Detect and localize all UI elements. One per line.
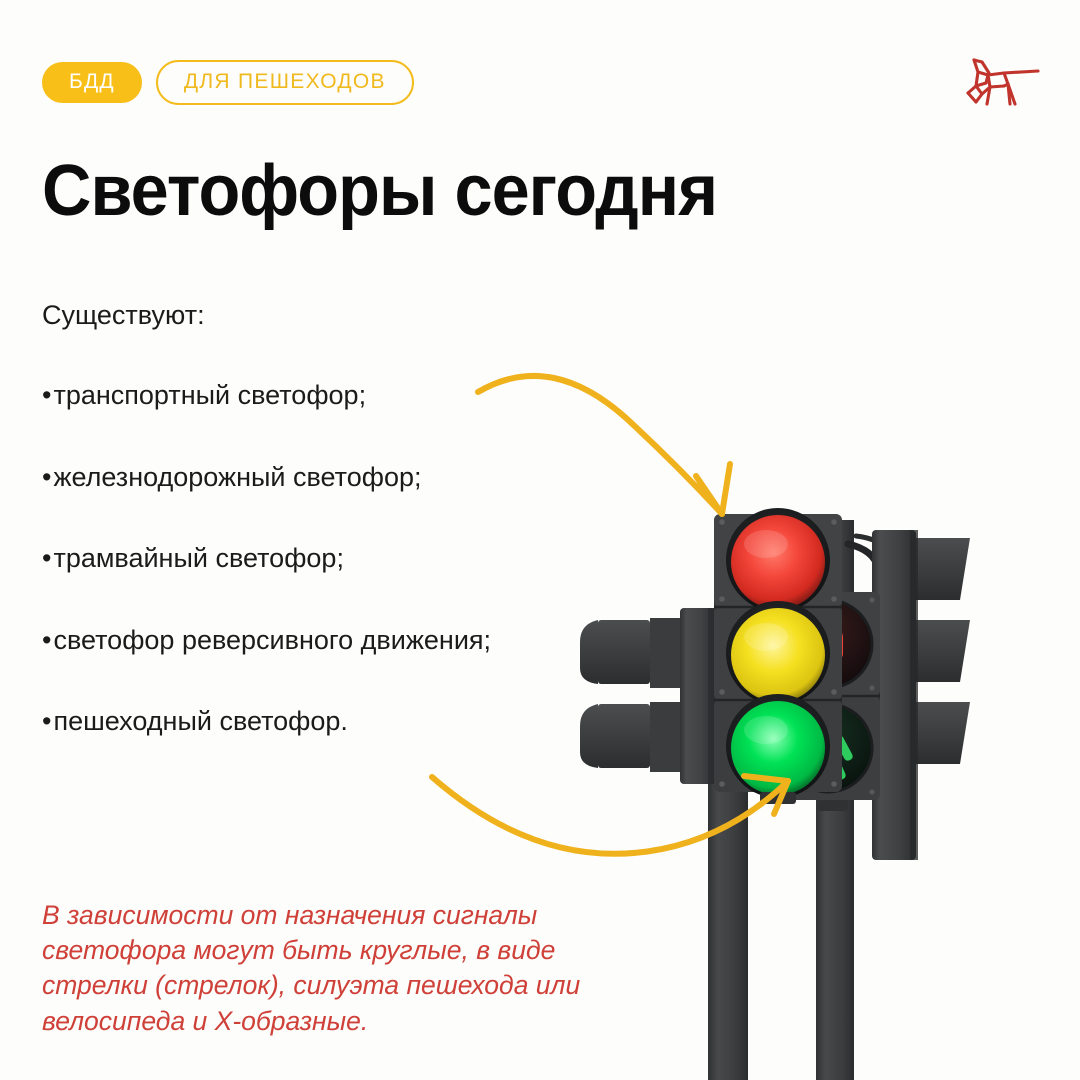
footnote-text: В зависимости от назначения сигналы свет… (42, 900, 581, 1036)
list-item-label: транспортный светофор; (53, 380, 367, 410)
badge-row: БДД ДЛЯ ПЕШЕХОДОВ (42, 60, 414, 105)
intro-text: Существуют: (42, 300, 205, 330)
green-lamp (726, 694, 830, 798)
bullet-marker: • (42, 380, 52, 410)
pedestrian-mount-tab (818, 800, 848, 811)
list-item: • трамвайный светофор; (42, 541, 512, 576)
list-item-label: железнодорожный светофор; (53, 461, 422, 492)
list-item-label: трамвайный светофор; (53, 543, 344, 574)
left-side-signal-housings (580, 608, 718, 784)
red-lamp (726, 508, 830, 612)
yellow-lamp (726, 601, 830, 705)
list-item-label: пешеходный светофор. (53, 706, 348, 737)
bullet-marker: • (42, 461, 52, 492)
bullet-marker: • (42, 706, 52, 737)
bullet-marker: • (42, 624, 52, 655)
list-item: • светофор реверсивного движения; (42, 623, 512, 658)
vehicle-traffic-light (580, 508, 842, 804)
list-item: • железнодорожный светофор; (42, 460, 512, 495)
bullet-marker: • (42, 543, 52, 574)
traffic-light-illustration (580, 330, 1080, 1080)
badge-for-pedestrians[interactable]: ДЛЯ ПЕШЕХОДОВ (155, 60, 414, 105)
rear-right-signal-housings (872, 530, 970, 860)
deer-logo (952, 42, 1048, 126)
signal-type-list: • транспортный светофор; • железнодорожн… (42, 378, 512, 786)
list-item: • пешеходный светофор. (42, 704, 512, 739)
badge-bdd[interactable]: БДД (42, 62, 142, 103)
page-title: Светофоры сегодня (42, 151, 718, 231)
list-item-label: светофор реверсивного движения; (53, 624, 492, 655)
list-item: • транспортный светофор; (42, 378, 512, 413)
